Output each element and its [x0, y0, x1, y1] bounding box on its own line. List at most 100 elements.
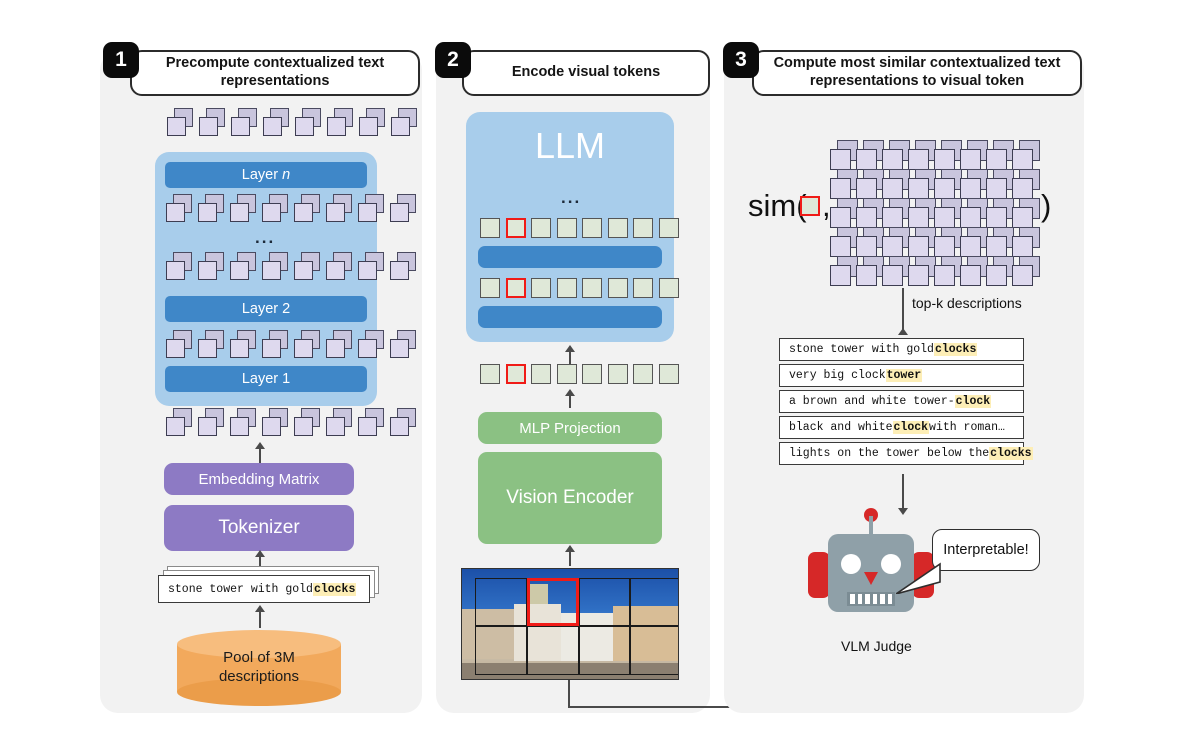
robot-left-eye: [841, 554, 861, 574]
text-token: [934, 198, 962, 228]
embedding-matrix-block: Embedding Matrix: [164, 463, 354, 495]
topk-label: top-k descriptions: [912, 295, 1022, 311]
visual-token: [633, 218, 653, 238]
text-token: [294, 330, 320, 358]
text-token: [960, 169, 988, 199]
topk-description-item: black and white clock with roman…: [779, 416, 1024, 439]
arrow-mlp-to-tokens: [569, 392, 571, 408]
image-crowd: [462, 662, 678, 679]
text-token: [882, 140, 910, 170]
llm-ellipsis: ...: [561, 188, 582, 207]
topk-description-item: very big clock tower: [779, 364, 1024, 387]
text-token: [390, 252, 416, 280]
arrowhead-mlp-to-tokens: [565, 389, 575, 396]
description-text-pre: a brown and white tower-: [789, 395, 955, 408]
text-token: [231, 108, 257, 136]
text-token: [986, 227, 1014, 257]
text-token: [262, 330, 288, 358]
sim-suffix: ): [1041, 188, 1052, 223]
image-patch: [526, 626, 579, 675]
token-row-layer-1: [166, 330, 416, 358]
text-token: [198, 330, 224, 358]
text-token: [960, 140, 988, 170]
cylinder-bottom: [177, 678, 341, 706]
robot-left-ear: [808, 552, 830, 598]
text-token: [960, 198, 988, 228]
image-patch: [474, 577, 527, 627]
llm-label: LLM: [534, 125, 606, 166]
input-image: [461, 568, 679, 680]
text-token: [295, 108, 321, 136]
panel-badge-3: 3: [723, 42, 759, 78]
visual-token: [658, 278, 679, 298]
text-token: [830, 227, 858, 257]
text-token: [167, 108, 193, 136]
visual-token: [607, 278, 628, 298]
connector-image-down: [568, 680, 570, 708]
projected-token-row: [480, 364, 679, 384]
text-token: [856, 169, 884, 199]
text-token: [1012, 256, 1040, 286]
text-token: [294, 194, 320, 222]
text-token: [856, 198, 884, 228]
text-token: [856, 256, 884, 286]
description-text-highlight: clock: [892, 421, 930, 434]
visual-token-selected: [505, 278, 526, 298]
text-token: [986, 256, 1014, 286]
image-patch: [474, 626, 527, 675]
visual-token-selected: [505, 364, 526, 384]
text-token: [1012, 169, 1040, 199]
stack-ellipsis: ...: [255, 228, 276, 247]
text-token: [230, 194, 256, 222]
text-token: [326, 194, 352, 222]
image-patch-selected: [526, 577, 579, 627]
description-text-pre: stone tower with gold: [789, 343, 934, 356]
text-token: [166, 330, 192, 358]
arrow-topk-to-judge: [902, 474, 904, 510]
arrow-embed-to-tokens: [259, 445, 261, 463]
arrow-image-to-encoder: [569, 548, 571, 566]
text-token: [908, 169, 936, 199]
text-token: [230, 330, 256, 358]
topk-description-item: lights on the tower below the clocks: [779, 442, 1033, 465]
text-token: [1012, 198, 1040, 228]
text-token: [830, 140, 858, 170]
image-patch: [578, 626, 631, 675]
text-token: [358, 330, 384, 358]
arrowhead-card-to-tokenizer: [255, 550, 265, 557]
text-token: [198, 408, 224, 436]
arrowhead-pool-to-card: [255, 605, 265, 612]
text-token: [986, 140, 1014, 170]
text-token: [856, 140, 884, 170]
text-token: [882, 227, 910, 257]
speech-bubble: Interpretable!: [932, 529, 1040, 571]
vlm-judge-caption: VLM Judge: [841, 638, 912, 654]
description-text-highlight: tower: [885, 369, 923, 382]
text-token: [960, 227, 988, 257]
text-token: [908, 256, 936, 286]
visual-token-row-upper: [480, 218, 679, 238]
layer-2-bar: Layer 2: [165, 296, 367, 322]
robot-mouth: [847, 592, 895, 606]
topk-description-item: a brown and white tower-clock: [779, 390, 1024, 413]
llm-layer-bar-upper: [478, 246, 662, 268]
text-token: [359, 108, 385, 136]
text-token: [986, 169, 1014, 199]
image-building-c: [561, 613, 614, 662]
text-token: [882, 198, 910, 228]
robot-antenna: [869, 516, 873, 538]
text-token: [1012, 140, 1040, 170]
image-patch: [578, 577, 631, 627]
topk-description-item: stone tower with gold clocks: [779, 338, 1024, 361]
panel-badge-1: 1: [103, 42, 139, 78]
text-token: [326, 252, 352, 280]
visual-token: [480, 278, 500, 298]
cylinder-label: Pool of 3M descriptions: [177, 630, 341, 706]
text-token: [882, 169, 910, 199]
description-card-highlight: clocks: [312, 582, 357, 596]
text-token: [1012, 227, 1040, 257]
text-token: [934, 256, 962, 286]
pool-of-descriptions-cylinder: Pool of 3M descriptions: [177, 630, 341, 706]
token-row-output: [167, 108, 417, 136]
text-token: [294, 252, 320, 280]
